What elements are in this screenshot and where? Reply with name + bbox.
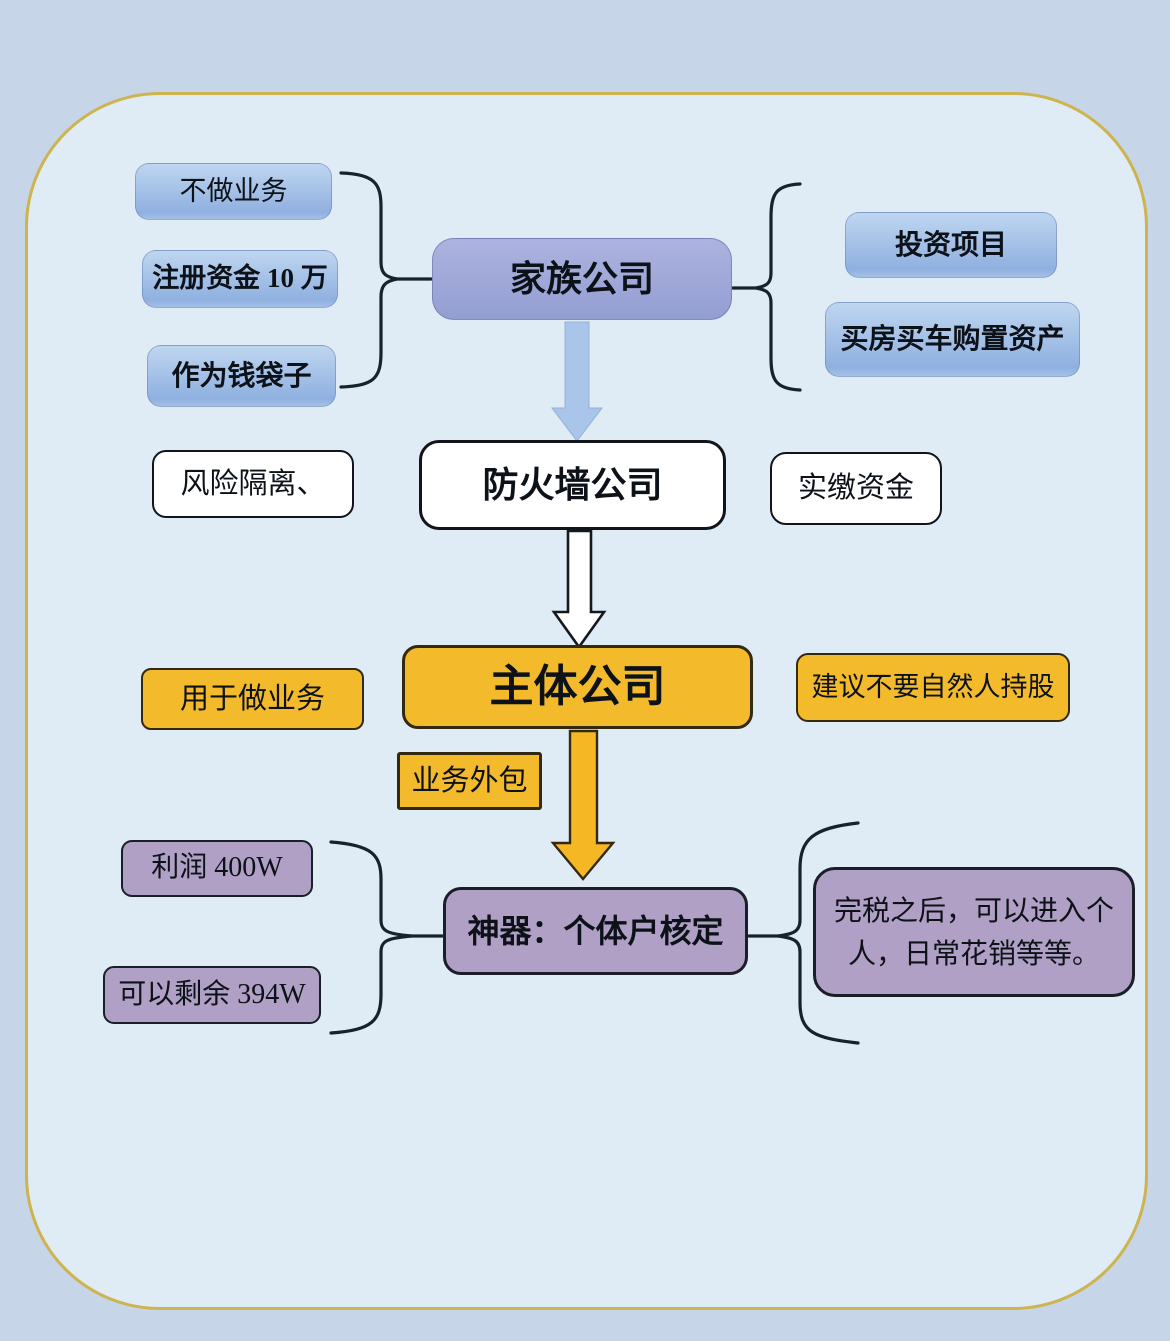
node-money-bag: 作为钱袋子 <box>147 345 336 407</box>
node-buy-assets: 买房买车购置资产 <box>825 302 1080 377</box>
node-main-company: 主体公司 <box>402 645 753 729</box>
node-for-business: 用于做业务 <box>141 668 364 730</box>
node-after-tax: 完税之后，可以进入个人，日常花销等等。 <box>813 867 1135 997</box>
node-no-natural-person: 建议不要自然人持股 <box>796 653 1070 722</box>
node-risk-isolation: 风险隔离、 <box>152 450 354 518</box>
node-family-company: 家族公司 <box>432 238 732 320</box>
node-investment: 投资项目 <box>845 212 1057 278</box>
node-paid-in-capital: 实缴资金 <box>770 452 942 525</box>
node-firewall-company: 防火墙公司 <box>419 440 726 530</box>
node-magic-tool: 神器：个体户核定 <box>443 887 748 975</box>
node-outsourcing: 业务外包 <box>397 752 542 810</box>
node-registered-capital: 注册资金 10 万 <box>142 250 338 308</box>
node-profit: 利润 400W <box>121 840 313 897</box>
node-remainder: 可以剩余 394W <box>103 966 321 1024</box>
node-no-business: 不做业务 <box>135 163 332 220</box>
